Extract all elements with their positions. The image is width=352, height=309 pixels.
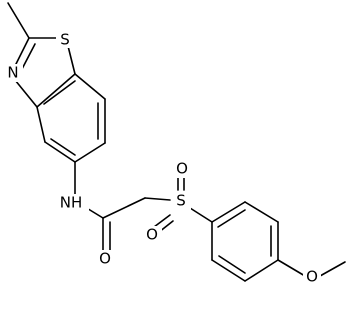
atom-s-sulfonyl: S xyxy=(176,192,186,210)
atom-labels: S N NH O S O O O xyxy=(5,30,321,286)
bond-c7a-c7 xyxy=(74,73,106,100)
atom-nh: NH xyxy=(60,194,83,212)
bond-o-methyl xyxy=(319,261,346,277)
bond-c5-c4 xyxy=(44,141,76,163)
bond-c3a-c7a-inner xyxy=(43,80,76,105)
bond-c2-n3-second xyxy=(21,43,36,70)
bond-ar-c1-c2-inner xyxy=(217,209,246,228)
bond-n3-c3a xyxy=(14,79,38,108)
bond-ar-c4-c5 xyxy=(244,259,279,282)
bond-c2-n3 xyxy=(14,37,30,67)
bonds xyxy=(7,2,346,282)
bond-c4-c3a xyxy=(36,106,46,143)
bond-ar-c5-c6 xyxy=(211,259,246,282)
bond-ar-o xyxy=(277,259,306,277)
atom-o-carbonyl: O xyxy=(99,250,111,268)
bond-ar-c2-c3 xyxy=(244,201,279,223)
bond-ar-c5-c6-inner xyxy=(218,255,246,274)
bond-c3a-c7a xyxy=(36,73,76,108)
bond-s1-c7a xyxy=(67,45,76,75)
bond-ch2-sulfonyl xyxy=(144,197,171,201)
bond-c6-c5 xyxy=(74,142,106,163)
atom-o-sulfonyl-top: O xyxy=(176,160,188,178)
bond-carbonyl-ch2 xyxy=(102,197,146,219)
atom-s-ring: S xyxy=(60,31,70,49)
bond-ar-c1-c2 xyxy=(211,201,246,223)
atom-o-sulfonyl-bottom: O xyxy=(146,226,158,244)
bond-s-aryl xyxy=(189,207,213,223)
atom-n-ring: N xyxy=(7,64,18,82)
atom-o-methoxy: O xyxy=(306,268,318,286)
bond-c5-c4-inner xyxy=(50,138,76,156)
bond-methyl-c2 xyxy=(7,2,30,39)
